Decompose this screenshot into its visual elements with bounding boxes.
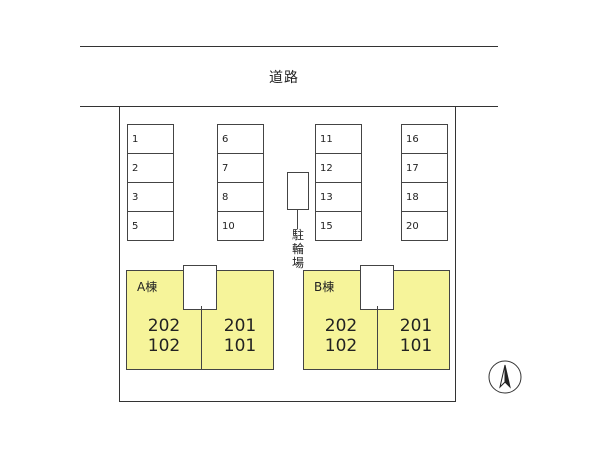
parking-space: 3: [127, 182, 174, 212]
parking-space: 12: [315, 153, 362, 183]
parking-space: 5: [127, 211, 174, 241]
parking-space: 13: [315, 182, 362, 212]
north-arrow-icon: [488, 360, 522, 394]
building-a-unit-right: 201 101: [223, 316, 257, 356]
bicycle-parking-label: 駐輪場: [291, 228, 304, 270]
road-label: 道路: [269, 70, 299, 86]
building-a: A棟 202 102 201 101: [126, 265, 274, 370]
building-a-divider: [201, 306, 202, 369]
building-b: B棟 202 102 201 101: [303, 265, 450, 370]
building-b-divider: [377, 306, 378, 369]
parking-space: 2: [127, 153, 174, 183]
parking-space: 20: [401, 211, 448, 241]
building-a-unit-left: 202 102: [147, 316, 181, 356]
building-b-unit-left: 202 102: [324, 316, 358, 356]
building-a-name: A棟: [137, 280, 158, 294]
road-edge-bottom: [80, 106, 498, 107]
building-a-stairwell: [183, 265, 217, 310]
parking-space: 11: [315, 124, 362, 154]
parking-space: 18: [401, 182, 448, 212]
building-b-unit-right: 201 101: [399, 316, 433, 356]
bicycle-parking-box: [287, 172, 309, 210]
bicycle-parking-leader-line: [297, 209, 298, 229]
parking-space: 17: [401, 153, 448, 183]
parking-space: 7: [217, 153, 264, 183]
parking-space: 8: [217, 182, 264, 212]
building-b-name: B棟: [314, 280, 335, 294]
parking-space: 15: [315, 211, 362, 241]
parking-space: 1: [127, 124, 174, 154]
site-boundary: [119, 107, 456, 402]
parking-space: 16: [401, 124, 448, 154]
road-edge-top: [80, 46, 498, 47]
parking-space: 6: [217, 124, 264, 154]
parking-space: 10: [217, 211, 264, 241]
building-b-stairwell: [360, 265, 394, 310]
